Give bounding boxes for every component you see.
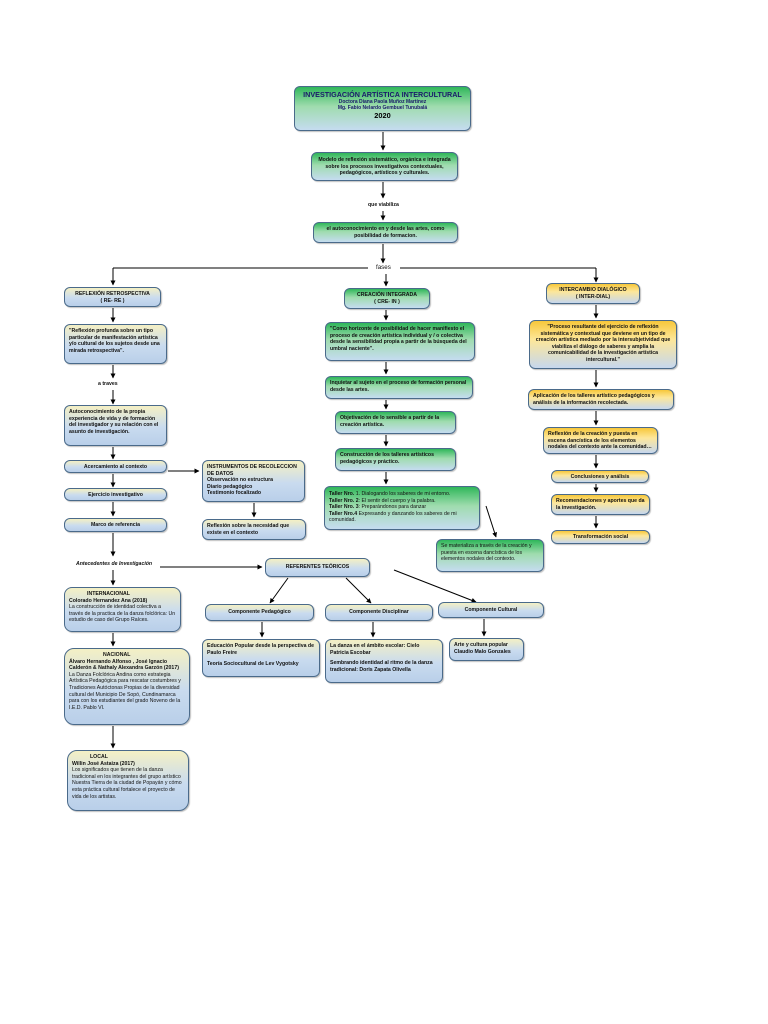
arrow-talleres-mat xyxy=(485,505,497,538)
modelo-node: Modelo de reflexión sistemático, orgánic… xyxy=(311,152,458,181)
arrow-ref-ped xyxy=(269,577,289,604)
objetivacion-node: Objetivación de lo sensible a partir de … xyxy=(335,411,456,434)
reflexion-quote-node: "Reflexión profunda sobre un tipo partic… xyxy=(64,324,167,364)
intercambio-quote-node: "Proceso resultante del ejercicio de ref… xyxy=(529,320,677,369)
a-traves-label: a traves xyxy=(98,381,118,387)
fases-label: fases xyxy=(376,264,391,271)
transformacion-node: Transformación social xyxy=(551,530,650,544)
antecedentes-label: Antecedentes de Investigación xyxy=(76,561,153,567)
cultural-items-node: Arte y cultura popular Claudio Malo Gonz… xyxy=(449,638,524,661)
autoconocimiento-experiencia-node: Autoconocimiento de la propia experienci… xyxy=(64,405,167,446)
aplicacion-node: Aplicación de los talleres artístico ped… xyxy=(528,389,674,410)
taller-4: Taller Nro.4 Expresando y danzando los s… xyxy=(329,510,457,524)
componente-disciplinar-node: Componente Disciplinar xyxy=(325,604,433,621)
creacion-quote-node: "Como horizonte de posibilidad de hacer … xyxy=(325,322,475,361)
que-viabiliza-label: que viabiliza xyxy=(368,202,399,208)
taller-1: Taller Nro. 1. Dialogando los saberes de… xyxy=(329,491,451,497)
pedagogico-items-node: Educación Popular desde la perspectiva d… xyxy=(202,639,320,677)
year: 2020 xyxy=(374,111,391,121)
ejercicio-node: Ejercicio investigativo xyxy=(64,488,167,501)
intercambio-dialogico-header: INTERCAMBIO DIALÓGICO ( INTER-DIAL) xyxy=(546,283,640,304)
reflexion-retrospectiva-header: REFLEXIÓN RETROSPECTIVA ( RE- RE ) xyxy=(64,287,161,307)
inquietar-node: Inquietar al sujeto en el proceso de for… xyxy=(325,376,473,399)
taller-3: Taller Nro. 3: Preparándonos para danzar xyxy=(329,504,427,511)
arrow-ref-cul xyxy=(393,569,477,603)
acercamiento-node: Acercamiento al contexto xyxy=(64,460,167,473)
local-node: LOCAL Willin José Astaiza (2017) Los sig… xyxy=(67,750,189,811)
title-node: INVESTIGACIÓN ARTÍSTICA INTERCULTURAL Do… xyxy=(294,86,471,131)
disciplinar-items-node: La danza en el ámbito escolar: Cielo Pat… xyxy=(325,639,443,683)
recomendaciones-node: Recomendaciones y aportes que da la inve… xyxy=(551,494,650,515)
author-1: Doctora Diana Paola Muñoz Martínez xyxy=(338,99,427,105)
reflexion-necesidad-node: Reflexión sobre la necesidad que existe … xyxy=(202,519,306,540)
internacional-node: INTERNACIONAL Colorado Hernandez Ana (20… xyxy=(64,587,181,632)
componente-pedagogico-node: Componente Pedagógico xyxy=(205,604,314,621)
arrow-ref-dis xyxy=(345,577,372,604)
main-title: INVESTIGACIÓN ARTÍSTICA INTERCULTURAL xyxy=(303,90,462,99)
nacional-node: NACIONAL Álvaro Hernando Alfonso , José … xyxy=(64,648,190,725)
author-2: Mg. Fabio Nelardo Gembuel Tunubalá xyxy=(337,105,428,112)
construccion-talleres-node: Construcción de los talleres artísticos … xyxy=(335,448,456,471)
componente-cultural-node: Componente Cultural xyxy=(438,602,544,618)
taller-2: Taller Nro. 2: El sentir del cuerpo y la… xyxy=(329,497,436,504)
autoconocimiento-node: el autoconocimiento en y desde las artes… xyxy=(313,222,458,243)
referentes-node: REFERENTES TEÓRICOS xyxy=(265,558,370,577)
conclusiones-node: Conclusiones y análisis xyxy=(551,470,649,483)
creacion-integrada-header: CREACIÓN INTEGRADA ( CRE- IN ) xyxy=(344,288,430,309)
materializa-node: Se materializa a través de la creación y… xyxy=(436,539,544,572)
instrumentos-node: INSTRUMENTOS DE RECOLECCION DE DATOS Obs… xyxy=(202,460,305,502)
reflexion-creacion-node: Reflexión de la creación y puesta en esc… xyxy=(543,427,658,454)
talleres-list-node: Taller Nro. 1. Dialogando los saberes de… xyxy=(324,486,480,530)
marco-node: Marco de referencia xyxy=(64,518,167,532)
